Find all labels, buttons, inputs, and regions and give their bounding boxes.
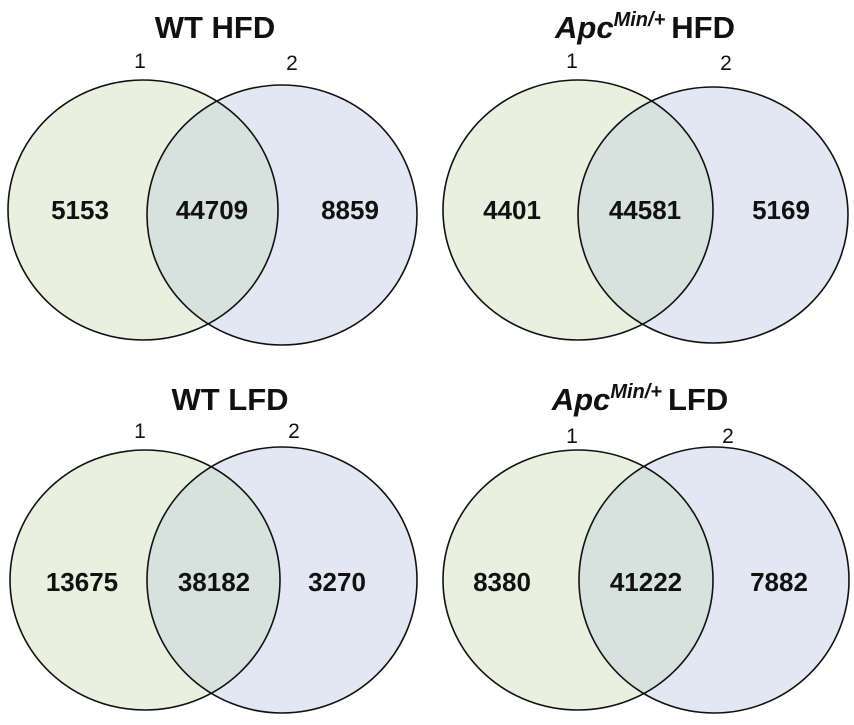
set2-circle-outline [578, 446, 850, 714]
intersection-count: 38182 [178, 567, 250, 597]
overlap-region [147, 85, 278, 340]
set2-label: 2 [720, 52, 732, 75]
set2-only-count: 3270 [308, 567, 366, 597]
intersection-count: 44709 [176, 195, 248, 225]
title-gene: Apc [554, 10, 614, 45]
set1-label: 1 [134, 420, 146, 443]
set2-only-count: 7882 [750, 567, 808, 597]
overlap-region [578, 87, 713, 340]
title-condition: WT HFD [155, 10, 276, 45]
set2-circle-outline [146, 446, 418, 714]
set1-label: 1 [566, 425, 578, 448]
set1-circle-outline [442, 449, 714, 711]
set1-only-count: 5153 [51, 195, 109, 225]
set1-only-count: 4401 [483, 195, 541, 225]
set1-only-count: 13675 [46, 567, 118, 597]
set1-only-count: 8380 [473, 567, 531, 597]
venn-panel: WT HFD 1 2 5153 44709 8859 [7, 10, 418, 346]
set2-label: 2 [286, 52, 298, 75]
set1-circle-outline [442, 79, 714, 341]
set1-circle-outline [7, 79, 279, 341]
venn-panel: ApcMin/+HFD 1 2 4401 44581 5169 [442, 9, 849, 344]
set1-circle-outline [9, 449, 281, 711]
set1-label: 1 [134, 50, 146, 73]
overlap-region [147, 450, 280, 710]
overlap-region [579, 450, 713, 710]
title-superscript: Min/+ [614, 9, 666, 31]
venn-panel: ApcMin/+ LFD 1 2 8380 41222 7882 [442, 381, 850, 714]
panel-title: ApcMin/+HFD [554, 9, 735, 45]
set2-only-count: 8859 [321, 195, 379, 225]
set2-label: 2 [288, 420, 300, 443]
title-condition: HFD [671, 10, 735, 45]
title-condition: WT LFD [171, 382, 288, 417]
set2-circle-outline [577, 86, 849, 344]
set2-circle-outline [146, 84, 418, 346]
intersection-count: 41222 [610, 567, 682, 597]
set1-label: 1 [566, 50, 578, 73]
panel-title: WT LFD [171, 382, 288, 417]
set2-only-count: 5169 [752, 195, 810, 225]
panel-title: WT HFD [155, 10, 276, 45]
venn-panel: WT LFD 1 2 13675 38182 3270 [9, 382, 418, 714]
intersection-count: 44581 [609, 195, 681, 225]
panel-title: ApcMin/+ LFD [551, 381, 729, 417]
title-gene: Apc [551, 382, 611, 417]
set2-label: 2 [722, 425, 734, 448]
title-superscript: Min/+ [610, 381, 662, 403]
title-condition: LFD [668, 382, 728, 417]
